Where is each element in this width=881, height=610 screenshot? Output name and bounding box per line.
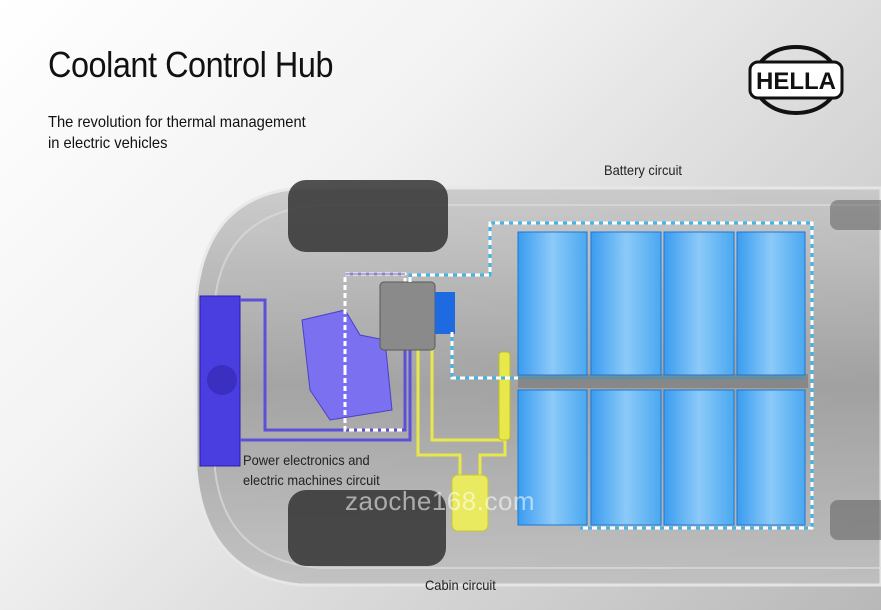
battery-cell	[663, 389, 735, 526]
wheel-front-right	[288, 490, 446, 566]
battery-cell	[590, 389, 662, 526]
power-circuit-label-line: Power electronics and	[243, 452, 370, 468]
cabin-heat-exchanger	[498, 351, 511, 441]
wheel-front-left	[288, 180, 448, 252]
battery-cells	[517, 231, 806, 526]
page-title: Coolant Control Hub	[48, 44, 334, 85]
power-circuit-label-line: electric machines circuit	[243, 472, 380, 488]
svg-text:HELLA: HELLA	[756, 68, 836, 95]
subtitle-line: in electric vehicles	[48, 135, 168, 152]
battery-cell	[517, 231, 588, 376]
battery-cell	[736, 389, 806, 526]
cabin-heater	[451, 474, 489, 532]
cabin-circuit-label: Cabin circuit	[425, 577, 496, 593]
coolant-control-hub	[379, 281, 436, 351]
battery-cell	[517, 389, 588, 526]
hella-logo: HELLA	[748, 45, 844, 115]
watermark: zaoche168.com	[345, 486, 536, 516]
battery-cell	[736, 231, 806, 376]
page-subtitle: The revolution for thermal management in…	[48, 112, 306, 154]
subtitle-line: The revolution for thermal management	[48, 114, 306, 131]
battery-cell	[590, 231, 662, 376]
battery-circuit-label: Battery circuit	[604, 162, 683, 178]
battery-cell	[663, 231, 735, 376]
electric-motor	[301, 309, 393, 421]
power-circuit-label: Power electronics and electric machines …	[243, 450, 380, 490]
